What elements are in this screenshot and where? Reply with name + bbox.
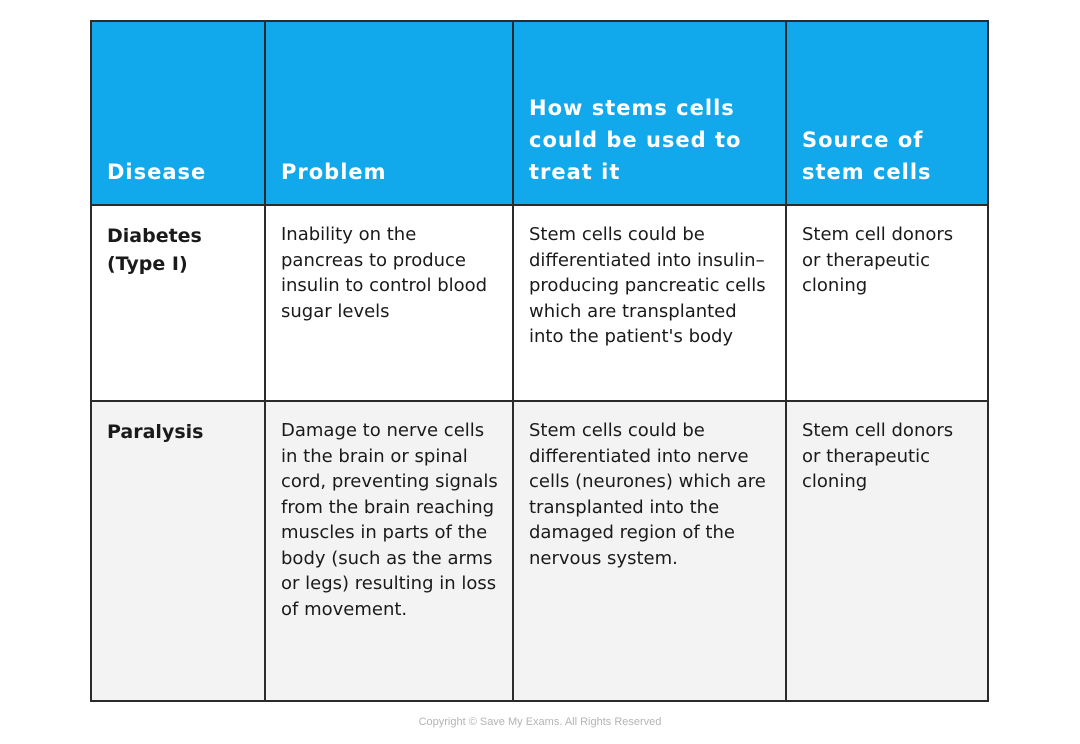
source-cell: Stem cell donors or therapeutic cloning — [785, 204, 989, 402]
treatment-cell: Stem cells could be differentiated into … — [512, 204, 787, 402]
header-source: Source of stem cells — [785, 20, 989, 206]
disease-cell: Paralysis — [90, 400, 266, 702]
table-header-row: Disease Problem How stems cells could be… — [90, 20, 989, 206]
header-problem: Problem — [264, 20, 514, 206]
disease-cell: Diabetes (Type I) — [90, 204, 266, 402]
table-row: Paralysis Damage to nerve cells in the b… — [90, 400, 989, 702]
stem-cells-table-container: Disease Problem How stems cells could be… — [90, 20, 989, 702]
stem-cells-table: Disease Problem How stems cells could be… — [90, 20, 989, 702]
copyright-notice: Copyright © Save My Exams. All Rights Re… — [418, 716, 662, 728]
source-cell: Stem cell donors or therapeutic cloning — [785, 400, 989, 702]
treatment-cell: Stem cells could be differentiated into … — [512, 400, 787, 702]
header-treatment: How stems cells could be used to treat i… — [512, 20, 787, 206]
table-row: Diabetes (Type I) Inability on the pancr… — [90, 204, 989, 402]
header-disease: Disease — [90, 20, 266, 206]
problem-cell: Damage to nerve cells in the brain or sp… — [264, 400, 514, 702]
problem-cell: Inability on the pancreas to produce ins… — [264, 204, 514, 402]
